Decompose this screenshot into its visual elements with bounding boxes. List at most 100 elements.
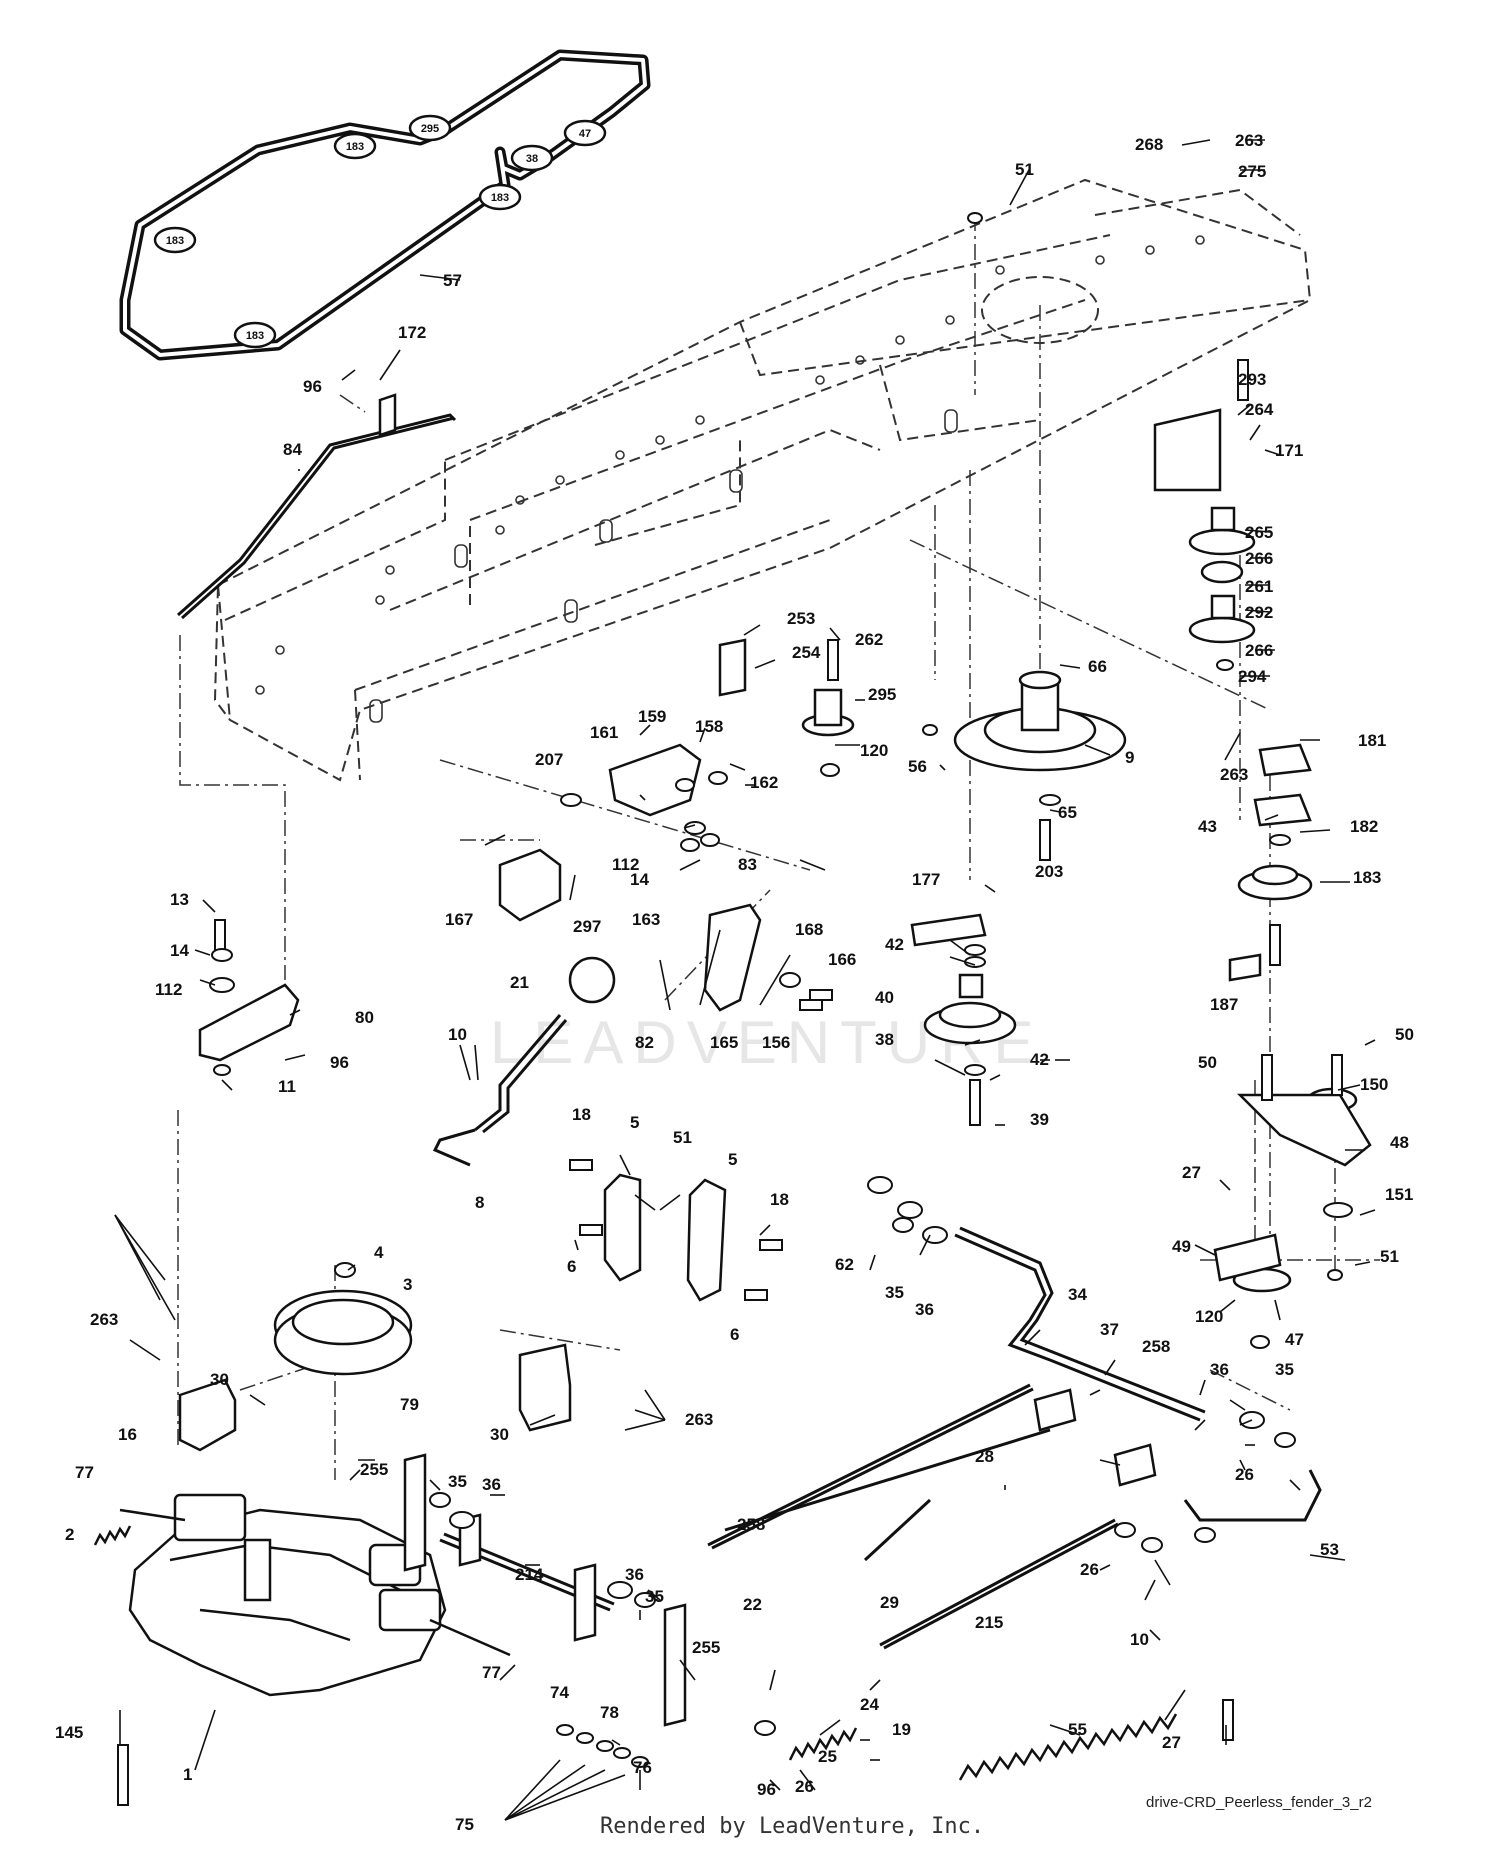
part-label-p181: 181 [1358, 731, 1386, 750]
part-label-p34: 34 [1068, 1285, 1087, 1304]
part-label-p295: 295 [868, 685, 896, 704]
part-label-p263c: 263 [90, 1310, 118, 1329]
part-label-p255a: 255 [360, 1460, 388, 1479]
part-label-p36a: 36 [915, 1300, 934, 1319]
part-label-p96b: 96 [330, 1053, 349, 1072]
part-label-p30a: 30 [210, 1370, 229, 1389]
part-label-p203: 203 [1035, 862, 1063, 881]
belt-pulley-label: 38 [526, 153, 538, 165]
belt-pulley-label: 183 [246, 330, 264, 342]
drive-belt-57 [119, 49, 651, 361]
part-label-p39: 39 [1030, 1110, 1049, 1129]
part-label-p79: 79 [400, 1395, 419, 1414]
center-lines [177, 215, 1380, 1480]
belt-pulley-183d: 183 [233, 321, 277, 349]
part-label-p51c: 51 [1380, 1247, 1399, 1266]
rods [177, 413, 1322, 1650]
belt-pulley-183b: 183 [478, 183, 522, 211]
part-label-p3: 3 [403, 1275, 412, 1294]
part-label-p37: 37 [1100, 1320, 1119, 1339]
part-label-p177: 177 [912, 870, 940, 889]
part-label-p262: 262 [855, 630, 883, 649]
drawing-code: drive-CRD_Peerless_fender_3_r2 [1146, 1794, 1372, 1811]
part-label-p83: 83 [738, 855, 757, 874]
part-label-p156: 156 [762, 1033, 790, 1052]
part-label-p36b: 36 [1210, 1360, 1229, 1379]
tractor-frame [213, 178, 1312, 782]
part-label-p172: 172 [398, 323, 426, 342]
part-label-p263a: 263 [1235, 131, 1263, 150]
part-label-p36d: 36 [625, 1565, 644, 1584]
part-label-p96c: 96 [757, 1780, 776, 1799]
part-label-p4: 4 [374, 1243, 384, 1262]
belt-pulley-label: 183 [491, 192, 509, 204]
part-label-p27b: 27 [1162, 1733, 1181, 1752]
part-label-p151: 151 [1385, 1185, 1413, 1204]
bolts [117, 359, 1343, 1806]
part-label-p62: 62 [835, 1255, 854, 1274]
part-label-p159: 159 [638, 707, 666, 726]
part-label-p29: 29 [880, 1593, 899, 1612]
part-label-p5a: 5 [630, 1113, 639, 1132]
brackets [178, 393, 1372, 1727]
part-label-p165: 165 [710, 1033, 738, 1052]
part-label-p120a: 120 [860, 741, 888, 760]
part-label-p66: 66 [1088, 657, 1107, 676]
part-label-p6a: 6 [567, 1257, 576, 1276]
part-label-p150: 150 [1360, 1075, 1388, 1094]
part-label-p258a: 258 [1142, 1337, 1170, 1356]
belt-pulley-label: 183 [346, 141, 364, 153]
part-label-p2: 2 [65, 1525, 74, 1544]
belt-pulley-47: 47 [563, 119, 607, 147]
part-label-p35c: 35 [448, 1472, 467, 1491]
part-label-p35a: 35 [885, 1283, 904, 1302]
part-label-p6b: 6 [730, 1325, 739, 1344]
part-label-p80: 80 [355, 1008, 374, 1027]
part-label-p30b: 30 [490, 1425, 509, 1444]
belt-pulley-183a: 183 [333, 132, 377, 160]
part-label-p24: 24 [860, 1695, 879, 1714]
belt-pulley-183c: 183 [153, 226, 197, 254]
part-label-p214: 214 [515, 1565, 544, 1584]
part-label-p255b: 255 [692, 1638, 720, 1657]
part-label-p167: 167 [445, 910, 473, 929]
part-label-p11: 11 [278, 1077, 296, 1096]
part-label-p48: 48 [1390, 1133, 1409, 1152]
part-label-p42b: 42 [1030, 1050, 1049, 1069]
part-label-p168: 168 [795, 920, 823, 939]
part-label-p163: 163 [632, 910, 660, 929]
belt-pulley-38: 38 [510, 144, 554, 172]
part-label-p261: 261 [1245, 577, 1273, 596]
part-label-p264: 264 [1245, 400, 1274, 419]
part-label-p19: 19 [892, 1720, 911, 1739]
part-label-p25: 25 [818, 1747, 837, 1766]
part-label-p8: 8 [475, 1193, 484, 1212]
part-label-p266a: 266 [1245, 549, 1273, 568]
part-label-p5b: 5 [728, 1150, 737, 1169]
part-label-p55: 55 [1068, 1720, 1087, 1739]
part-label-p84: 84 [283, 440, 302, 459]
part-label-p13: 13 [170, 890, 189, 909]
part-label-p35d: 35 [645, 1587, 664, 1606]
part-label-p47: 47 [1285, 1330, 1304, 1349]
part-label-p158: 158 [695, 717, 723, 736]
part-label-p51b: 51 [673, 1128, 692, 1147]
part-label-p76: 76 [633, 1758, 652, 1777]
part-label-p162: 162 [750, 773, 778, 792]
part-label-p9: 9 [1125, 748, 1134, 767]
part-label-p265: 265 [1245, 523, 1273, 542]
part-label-p40: 40 [875, 988, 894, 1007]
part-label-p26c: 26 [795, 1777, 814, 1796]
part-label-p53: 53 [1320, 1540, 1339, 1559]
part-label-p253: 253 [787, 609, 815, 628]
part-label-p82: 82 [635, 1033, 654, 1052]
part-label-p50a: 50 [1198, 1053, 1217, 1072]
part-label-p36c: 36 [482, 1475, 501, 1494]
part-label-p27a: 27 [1182, 1163, 1201, 1182]
part-label-p182: 182 [1350, 817, 1378, 836]
part-label-p65: 65 [1058, 803, 1077, 822]
part-label-p22: 22 [743, 1595, 762, 1614]
part-label-p254: 254 [792, 643, 821, 662]
